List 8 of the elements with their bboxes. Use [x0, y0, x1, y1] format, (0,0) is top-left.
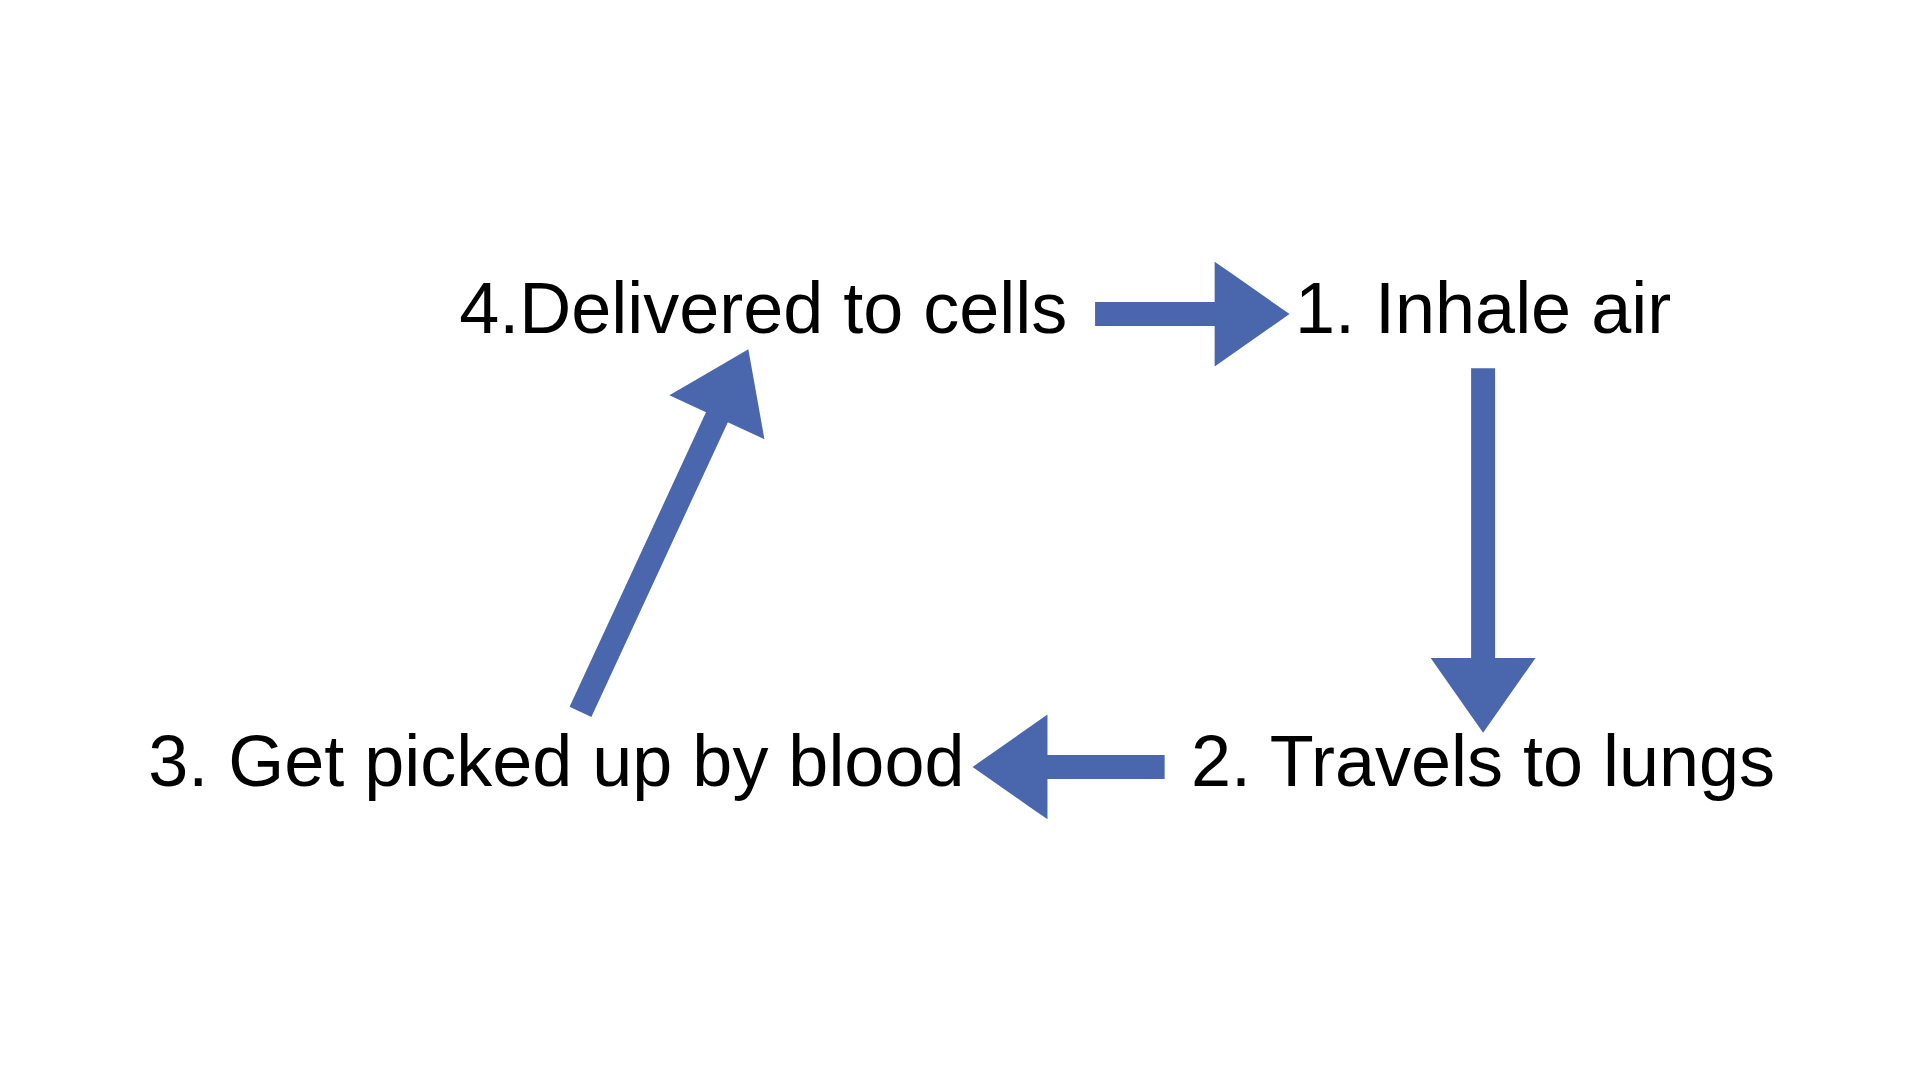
node-text: 1. Inhale air [1294, 267, 1671, 348]
arrow [972, 714, 1165, 819]
arrow [1094, 261, 1290, 366]
node-text: 3. Get picked up by blood [147, 720, 964, 801]
arrow [569, 348, 764, 717]
arrow [1430, 367, 1536, 733]
node-text: 4.Delivered to cells [458, 267, 1067, 348]
node-text: 2. Travels to lungs [1190, 720, 1775, 801]
